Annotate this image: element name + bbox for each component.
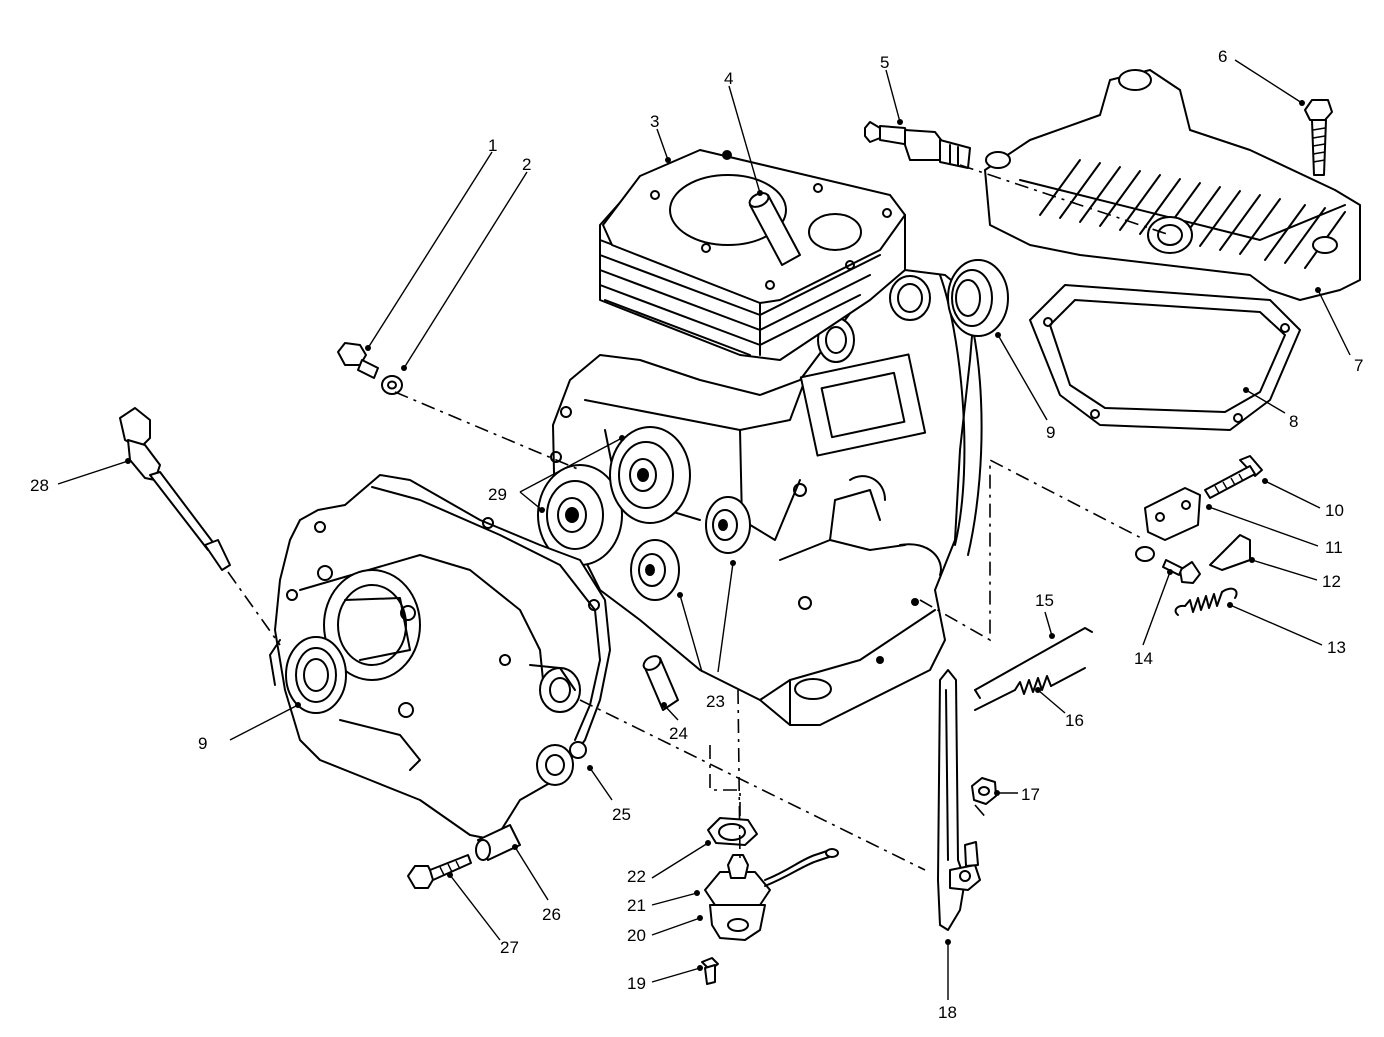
flange-bolt-icon bbox=[1162, 559, 1201, 584]
callout-22: 22 bbox=[627, 867, 646, 886]
flange-bolt-icon bbox=[337, 342, 379, 379]
cylinder-head-icon bbox=[984, 69, 1361, 301]
dowel-pin-icon bbox=[475, 824, 521, 861]
nut-icon bbox=[971, 777, 997, 805]
callout-8: 8 bbox=[1289, 412, 1298, 431]
assembly-center-lines bbox=[227, 164, 1171, 871]
spark-plug-icon bbox=[864, 121, 971, 169]
callout-4: 4 bbox=[724, 69, 733, 88]
callout-12: 12 bbox=[1322, 572, 1341, 591]
callout-20: 20 bbox=[627, 926, 646, 945]
oil-sensor-body-icon bbox=[704, 848, 839, 906]
dowel-pin-icon bbox=[748, 192, 801, 266]
callout-13: 13 bbox=[1327, 638, 1346, 657]
ball-bearing-icon bbox=[537, 464, 623, 566]
dipstick-icon bbox=[119, 407, 231, 571]
callout-9-lower: 9 bbox=[198, 734, 207, 753]
oil-seal-icon bbox=[269, 636, 347, 714]
screw-icon bbox=[701, 957, 719, 985]
callout-5: 5 bbox=[880, 53, 889, 72]
crankcase-cover-icon bbox=[274, 474, 611, 841]
callout-6: 6 bbox=[1218, 47, 1227, 66]
head-gasket-icon bbox=[1029, 284, 1301, 431]
callout-18: 18 bbox=[938, 1003, 957, 1022]
callout-15: 15 bbox=[1035, 591, 1054, 610]
callout-9-upper: 9 bbox=[1046, 423, 1055, 442]
callout-26: 26 bbox=[542, 905, 561, 924]
washer-icon bbox=[1135, 546, 1155, 562]
governor-rod-icon bbox=[974, 627, 1093, 699]
callout-3: 3 bbox=[650, 112, 659, 131]
washer-icon bbox=[381, 375, 403, 395]
oil-seal-icon bbox=[947, 259, 1009, 337]
callout-24: 24 bbox=[669, 724, 688, 743]
flange-bolt-icon bbox=[407, 854, 472, 889]
leader-lines bbox=[57, 59, 1351, 1000]
callout-17: 17 bbox=[1021, 785, 1040, 804]
callout-19: 19 bbox=[627, 974, 646, 993]
bracket-icon bbox=[1144, 487, 1201, 541]
callout-11: 11 bbox=[1325, 538, 1343, 557]
callout-2: 2 bbox=[522, 155, 531, 174]
callout-16: 16 bbox=[1065, 711, 1084, 730]
callout-7: 7 bbox=[1354, 356, 1363, 375]
spring-icon bbox=[974, 667, 1086, 711]
callout-23: 23 bbox=[706, 692, 725, 711]
dowel-pin-icon bbox=[642, 655, 679, 711]
bolt-icon bbox=[1204, 455, 1263, 499]
callout-21: 21 bbox=[627, 896, 646, 915]
head-bolt-icon bbox=[1304, 99, 1333, 176]
crankcase-block-icon bbox=[550, 269, 983, 726]
gasket-icon bbox=[707, 817, 758, 846]
callout-labels: 1 2 3 4 5 6 7 8 9 10 11 12 13 14 15 16 1… bbox=[30, 47, 1363, 1022]
bearing-icon bbox=[630, 539, 680, 601]
plate-icon bbox=[1209, 534, 1251, 571]
oil-sensor-icon bbox=[709, 904, 766, 941]
bearing-icon bbox=[705, 496, 751, 554]
ball-bearing-icon bbox=[609, 426, 691, 524]
cylinder-head-gasket-icon bbox=[602, 149, 906, 304]
callout-10: 10 bbox=[1325, 501, 1344, 520]
callout-29: 29 bbox=[488, 485, 507, 504]
governor-arm-icon bbox=[937, 669, 981, 931]
callout-28: 28 bbox=[30, 476, 49, 495]
callout-1: 1 bbox=[488, 136, 497, 155]
spring-icon bbox=[1174, 587, 1238, 616]
callout-27: 27 bbox=[500, 938, 519, 957]
callout-25: 25 bbox=[612, 805, 631, 824]
callout-14: 14 bbox=[1134, 649, 1153, 668]
